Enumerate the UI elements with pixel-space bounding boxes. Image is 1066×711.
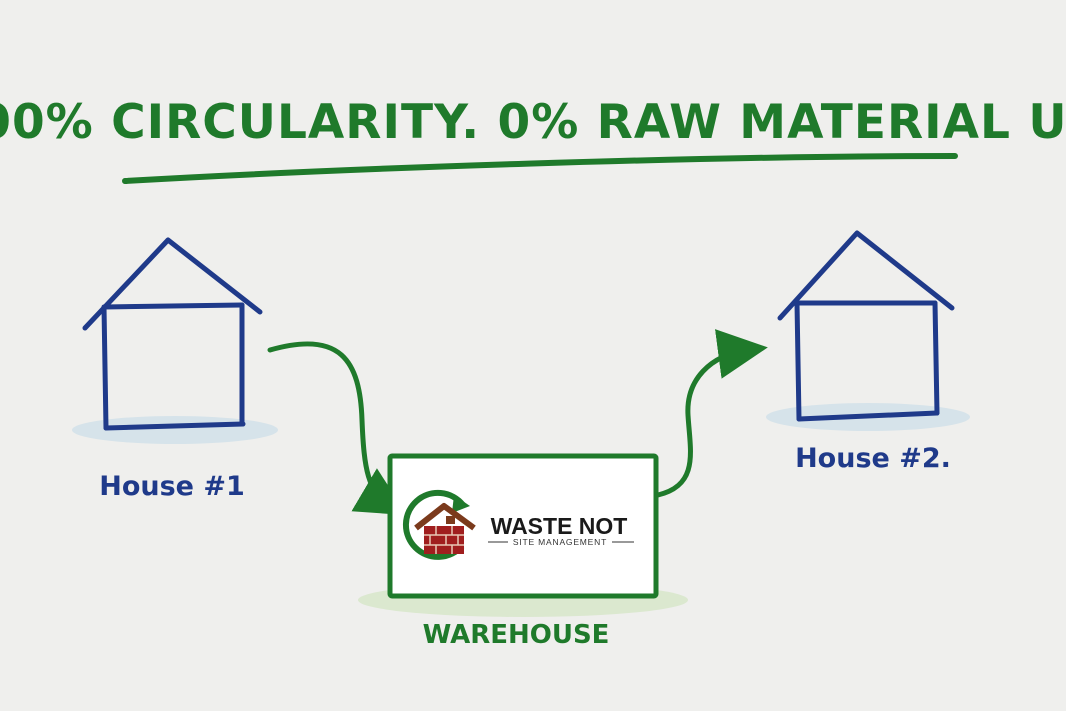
house-2: House #2. [766,230,970,474]
brick-house-icon [414,503,476,554]
warehouse-box [387,453,659,599]
page-title: 100% CIRCULARITY. 0% RAW MATERIAL USE [0,95,1066,150]
warehouse-label: WAREHOUSE [423,620,610,650]
recycle-arrow-icon [402,489,470,560]
logo-tagline: SITE MANAGEMENT [513,537,607,547]
house-icon [82,237,263,431]
house-2-label: House #2. [795,443,951,474]
arrow-warehouse-to-house2 [655,329,768,498]
logo-name: WASTE NOT [491,513,628,539]
house-1: House #1 [72,237,278,502]
house-icon [777,230,955,422]
title-underline [122,153,958,184]
warehouse: WASTE NOT SITE MANAGEMENT WAREHOUSE [358,453,688,650]
house-1-label: House #1 [99,471,245,502]
house-1-shadow [72,416,278,444]
waste-not-logo: WASTE NOT SITE MANAGEMENT [402,489,634,560]
arrow-house1-to-warehouse [267,341,408,516]
